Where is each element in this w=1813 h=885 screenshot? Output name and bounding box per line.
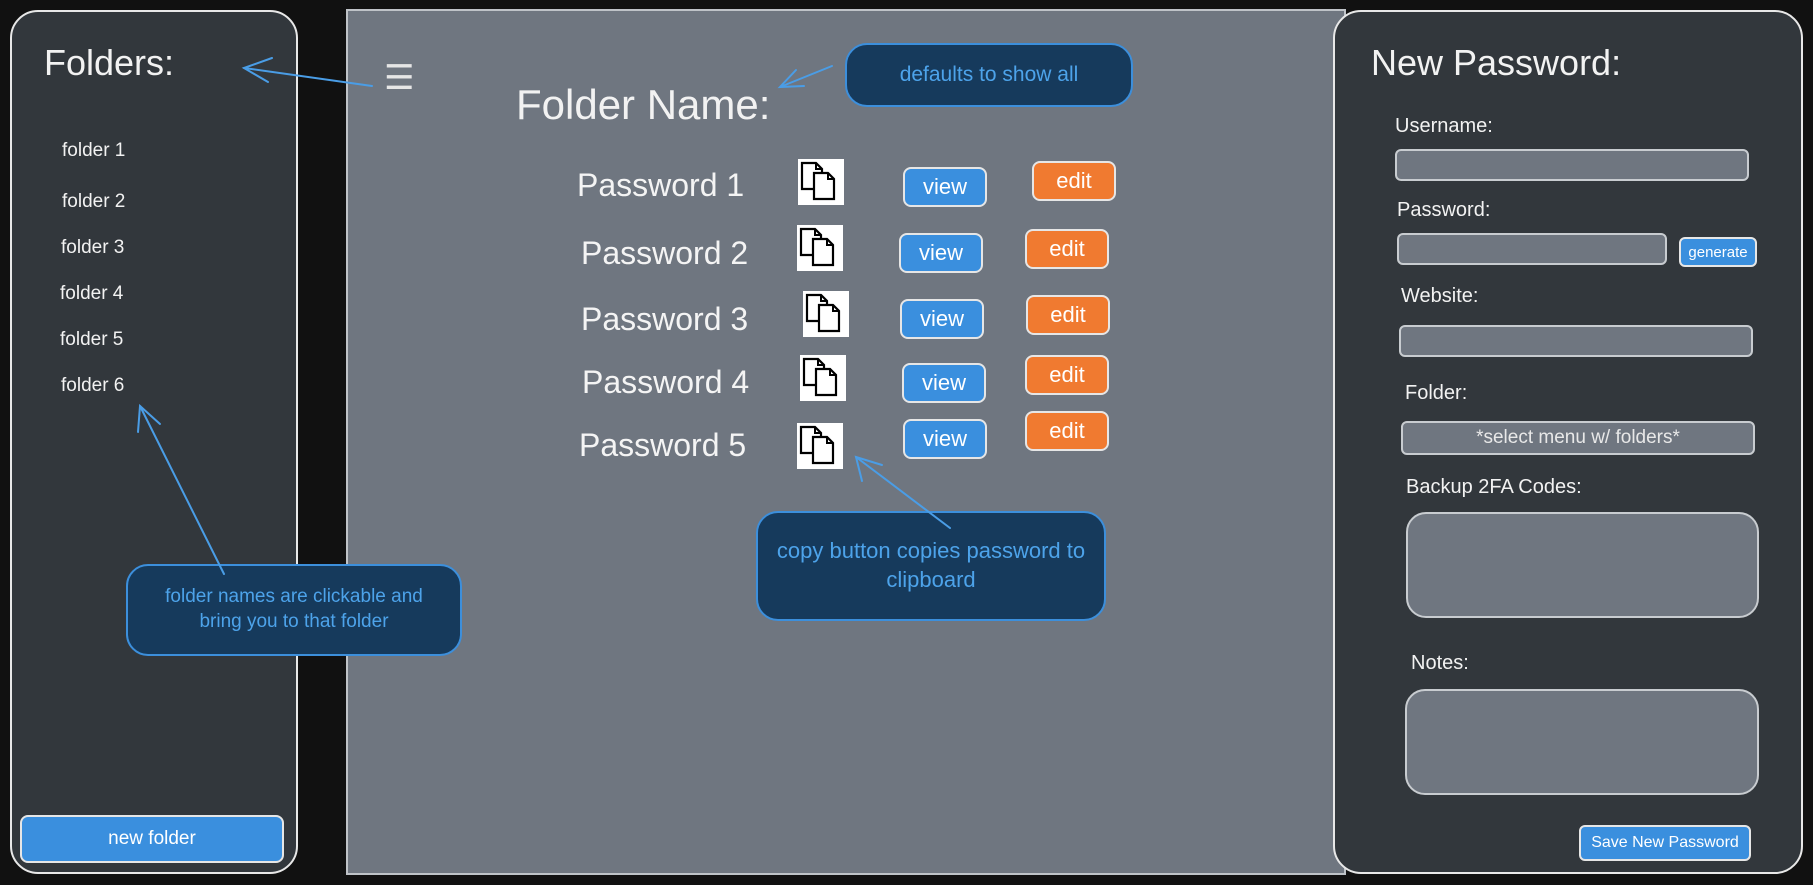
- website-field[interactable]: [1399, 325, 1753, 357]
- edit-button-2[interactable]: edit: [1025, 229, 1109, 269]
- folders-note: folder names are clickable and bring you…: [126, 564, 462, 656]
- defaults-note: defaults to show all: [845, 43, 1133, 107]
- copy-icon[interactable]: [798, 159, 844, 205]
- password-label: Password:: [1397, 199, 1491, 221]
- notes-textarea[interactable]: [1405, 689, 1759, 795]
- main-panel: ☰ Folder Name: Password 1 Password 2 Pas…: [346, 9, 1346, 875]
- notes-label: Notes:: [1411, 652, 1469, 674]
- new-password-title: New Password:: [1371, 42, 1622, 83]
- folder-item-6[interactable]: folder 6: [61, 375, 125, 396]
- copy-note: copy button copies password to clipboard: [756, 511, 1106, 621]
- folder-item-2[interactable]: folder 2: [62, 191, 126, 212]
- backup-2fa-label: Backup 2FA Codes:: [1406, 476, 1582, 498]
- folder-select[interactable]: *select menu w/ folders*: [1401, 421, 1755, 455]
- password-field[interactable]: [1397, 233, 1667, 265]
- folder-item-5[interactable]: folder 5: [60, 329, 124, 350]
- password-name-3[interactable]: Password 3: [581, 301, 749, 337]
- menu-icon[interactable]: ☰: [384, 59, 415, 97]
- username-label: Username:: [1395, 115, 1493, 137]
- folder-item-4[interactable]: folder 4: [60, 283, 124, 304]
- backup-2fa-textarea[interactable]: [1406, 512, 1759, 618]
- password-name-2[interactable]: Password 2: [581, 235, 749, 271]
- view-button-1[interactable]: view: [903, 167, 987, 207]
- username-field[interactable]: [1395, 149, 1749, 181]
- view-button-3[interactable]: view: [900, 299, 984, 339]
- edit-button-3[interactable]: edit: [1026, 295, 1110, 335]
- new-password-panel: New Password: Username: Password: genera…: [1333, 10, 1803, 874]
- edit-button-1[interactable]: edit: [1032, 161, 1116, 201]
- folder-name-title: Folder Name:: [516, 81, 771, 128]
- folder-item-1[interactable]: folder 1: [62, 140, 126, 161]
- save-new-password-button[interactable]: Save New Password: [1579, 825, 1751, 861]
- copy-icon[interactable]: [800, 355, 846, 401]
- copy-icon[interactable]: [803, 291, 849, 337]
- generate-button[interactable]: generate: [1679, 237, 1757, 267]
- password-name-4[interactable]: Password 4: [582, 364, 750, 400]
- edit-button-4[interactable]: edit: [1025, 355, 1109, 395]
- view-button-2[interactable]: view: [899, 233, 983, 273]
- view-button-5[interactable]: view: [903, 419, 987, 459]
- view-button-4[interactable]: view: [902, 363, 986, 403]
- edit-button-5[interactable]: edit: [1025, 411, 1109, 451]
- folders-title: Folders:: [44, 42, 175, 83]
- new-folder-button[interactable]: new folder: [20, 815, 284, 863]
- password-name-5[interactable]: Password 5: [579, 427, 747, 463]
- folders-sidebar: Folders: folder 1 folder 2 folder 3 fold…: [10, 10, 298, 874]
- password-name-1[interactable]: Password 1: [577, 167, 745, 203]
- folder-item-3[interactable]: folder 3: [61, 237, 125, 258]
- website-label: Website:: [1401, 285, 1479, 307]
- copy-icon[interactable]: [797, 225, 843, 271]
- copy-icon[interactable]: [797, 423, 843, 469]
- folder-label: Folder:: [1405, 382, 1468, 404]
